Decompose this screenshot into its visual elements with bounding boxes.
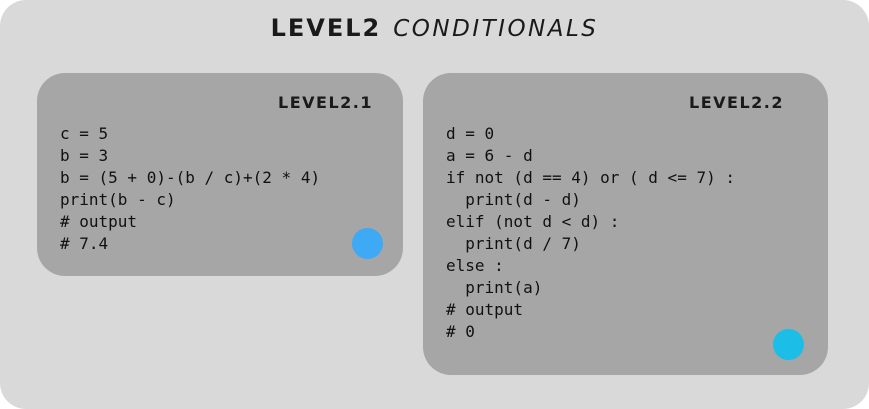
status-dot-icon[interactable]	[773, 329, 804, 360]
exercise-title: LEVEL2.2	[689, 93, 784, 112]
level-label: LEVEL2	[270, 14, 382, 42]
code-block: c = 5 b = 3 b = (5 + 0)-(b / c)+(2 * 4) …	[60, 124, 321, 253]
panel-title: LEVEL2 CONDITIONALS	[0, 14, 869, 42]
exercise-title: LEVEL2.1	[278, 93, 373, 112]
exercise-card-2-2: LEVEL2.2 d = 0 a = 6 - d if not (d == 4)…	[423, 73, 828, 375]
code-block: d = 0 a = 6 - d if not (d == 4) or ( d <…	[446, 124, 735, 341]
status-dot-icon[interactable]	[352, 228, 383, 259]
topic-label: CONDITIONALS	[393, 16, 599, 42]
exercise-card-2-1: LEVEL2.1 c = 5 b = 3 b = (5 + 0)-(b / c)…	[37, 73, 403, 276]
